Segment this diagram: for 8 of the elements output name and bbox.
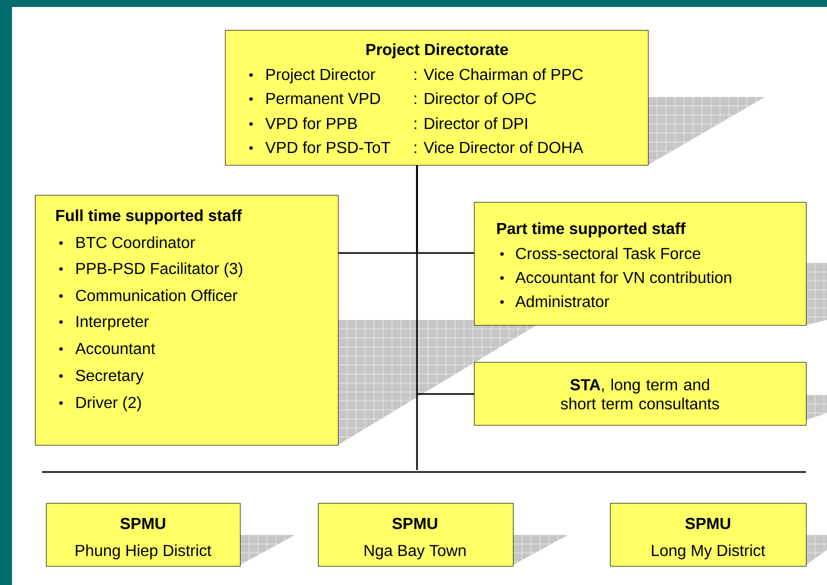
- org-box: Full time supported staff BTC Coordinator PPB-PSD Facilitator (3) Communication Officer Interpreter Accountant Secretary Driver (2): [35, 195, 338, 446]
- org-box: SPMU Phung Hiep District: [46, 503, 240, 566]
- org-box: Project Directorate Project Director : Vice Chairman of PPC Permanent VPD : Director of OPC VPD for PPB : Director of DPI VPD for PSD-ToT : Vice Director of DOHA: [225, 30, 648, 166]
- org-box: SPMU Long My District: [610, 503, 806, 566]
- connector-line: [416, 166, 474, 395]
- org-box: STA, long term and short term consultants: [474, 362, 806, 426]
- org-box: Part time supported staff Cross-sectoral Task Force Accountant for VN contribution Administrator: [474, 202, 806, 326]
- org-box: SPMU Nga Bay Town: [318, 503, 514, 566]
